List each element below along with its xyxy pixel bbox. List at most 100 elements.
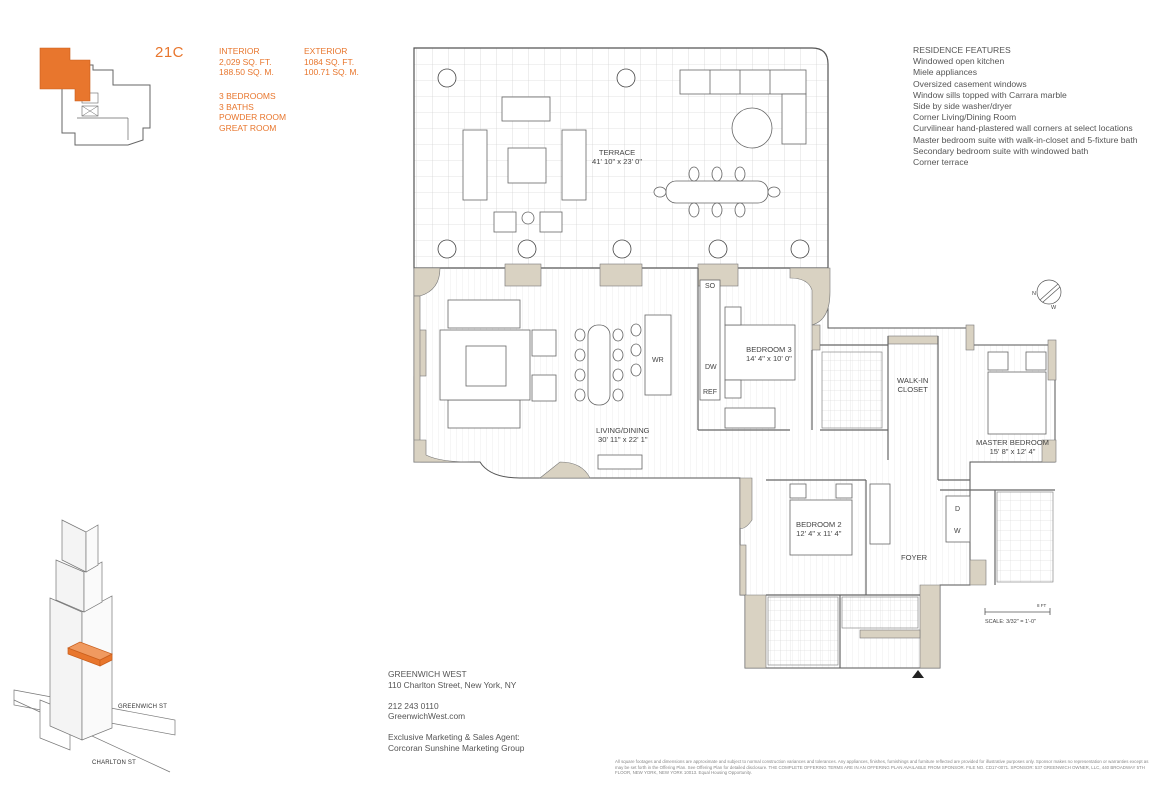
terrace-lounge	[781, 93, 807, 145]
scale-ft: 8 FT	[1037, 603, 1047, 608]
unit-number: 21C	[155, 44, 185, 61]
exterior-sqft: 1084 SQ. FT.	[304, 56, 355, 67]
room-dimension: 30' 11" x 22' 1"	[598, 435, 648, 444]
website-link[interactable]: GreenwichWest.com	[388, 711, 466, 722]
room-dimension: 15' 8" x 12' 4"	[989, 447, 1036, 456]
bath-bedroom2	[767, 596, 839, 666]
building-name: GREENWICH WEST	[388, 669, 467, 679]
feature-item: Window sills topped with Carrara marble	[913, 89, 1067, 100]
wall	[504, 263, 542, 287]
appliance-so: SO	[705, 283, 716, 290]
room-name: BEDROOM 3	[746, 345, 792, 354]
planter	[612, 239, 632, 259]
terrace-sofa	[462, 129, 488, 201]
planter	[437, 68, 457, 88]
planter	[790, 239, 810, 259]
terrace-coffee-table	[507, 147, 547, 184]
room-dimension: 12' 4" x 11' 4"	[796, 529, 842, 538]
room-name: TERRACE	[598, 148, 636, 157]
planter	[517, 239, 537, 259]
wall	[1041, 439, 1057, 463]
kitchen-island	[644, 314, 672, 396]
scale-label: SCALE: 3/32" = 1'-0"	[985, 619, 1036, 625]
interior-floor	[413, 267, 1056, 669]
interior-label: INTERIOR	[219, 46, 260, 56]
compass-north: N	[1032, 291, 1036, 297]
exterior-spec: EXTERIOR 1084 SQ. FT. 100.71 SQ. M.	[304, 46, 359, 78]
bedroom2-bed	[789, 499, 853, 556]
residence-features: RESIDENCE FEATURES Windowed open kitchen…	[913, 45, 1138, 168]
feature-item: Side by side washer/dryer	[913, 101, 1012, 112]
dining-table	[587, 324, 611, 406]
wall	[887, 335, 939, 345]
terrace-dining-table	[665, 180, 769, 204]
feature-item: Corner terrace	[913, 157, 969, 168]
wall	[599, 263, 643, 287]
room-foyer: FOYER	[901, 553, 928, 562]
living-chair	[531, 329, 557, 357]
room-terrace: TERRACE 41' 10" x 23' 0"	[592, 148, 642, 166]
layout-item: 3 BEDROOMS	[219, 91, 276, 101]
appliance-dw: DW	[705, 364, 717, 371]
entry-arrow	[912, 670, 924, 678]
room-name: MASTER BEDROOM	[976, 438, 1049, 447]
bath-master	[996, 491, 1054, 583]
exterior-sqm: 100.71 SQ. M.	[304, 67, 359, 77]
bedroom2-closet	[869, 483, 891, 545]
planter	[708, 239, 728, 259]
room-dimension: 41' 10" x 23' 0"	[592, 157, 643, 166]
layout-item: POWDER ROOM	[219, 112, 287, 122]
building-isometric	[13, 519, 176, 773]
wall	[965, 324, 975, 351]
wall	[413, 439, 471, 463]
terrace-sofa	[561, 129, 587, 201]
terrace-round-table	[731, 107, 773, 149]
street-greenwich: GREENWICH ST	[118, 704, 168, 710]
phone-number: 212 243 0110	[388, 700, 439, 711]
feature-item: Miele appliances	[913, 67, 978, 78]
agent-name: Corcoran Sunshine Marketing Group	[388, 742, 525, 753]
terrace-chair	[493, 211, 517, 233]
media-console	[597, 454, 643, 470]
wall	[539, 461, 591, 479]
layout-item: 3 BATHS	[219, 101, 254, 112]
exterior-label: EXTERIOR	[304, 46, 348, 56]
room-name-line2: CLOSET	[897, 385, 928, 394]
feature-item: Oversized casement windows	[913, 78, 1027, 89]
planter	[616, 68, 636, 88]
feature-item: Master bedroom suite with walk-in-closet…	[913, 134, 1138, 145]
contact-block: GREENWICH WEST 110 Charlton Street, New …	[388, 669, 524, 754]
living-sofa	[447, 299, 521, 329]
bedroom3-closet	[724, 407, 776, 429]
terrace-chair	[539, 211, 563, 233]
wall	[739, 544, 747, 596]
room-master-bedroom: MASTER BEDROOM 15' 8" x 12' 4"	[976, 438, 1049, 456]
master-bed	[987, 371, 1047, 435]
wall	[811, 324, 821, 351]
living-sofa	[447, 399, 521, 429]
room-name: WALK-IN	[897, 376, 929, 385]
living-coffee-table	[465, 345, 507, 387]
compass-west: W	[1051, 305, 1057, 311]
feature-item: Secondary bedroom suite with windowed ba…	[913, 145, 1089, 156]
living-chair	[531, 374, 557, 402]
room-bedroom-3: BEDROOM 3 14' 4" x 10' 0"	[746, 345, 792, 363]
wall	[413, 295, 421, 463]
room-name: BEDROOM 2	[796, 520, 842, 529]
agent-label: Exclusive Marketing & Sales Agent:	[388, 732, 520, 743]
unit-layout-list: 3 BEDROOMS 3 BATHS POWDER ROOM GREAT ROO…	[219, 91, 286, 133]
kitchen-counter	[699, 279, 721, 401]
features-title: RESIDENCE FEATURES	[913, 45, 1011, 55]
room-walk-in-closet: WALK-IN CLOSET	[897, 376, 928, 394]
terrace-side-table	[521, 211, 535, 225]
interior-spec: INTERIOR 2,029 SQ. FT. 188.50 SQ. M.	[219, 46, 274, 78]
wall	[859, 629, 921, 639]
feature-item: Curvilinear hand-plastered wall corners …	[913, 123, 1133, 134]
room-name: LIVING/DINING	[596, 426, 650, 435]
room-bedroom-2: BEDROOM 2 12' 4" x 11' 4"	[796, 520, 842, 538]
feature-item: Corner Living/Dining Room	[913, 112, 1017, 123]
street-charlton: CHARLTON ST	[92, 760, 136, 766]
wall	[739, 477, 753, 529]
wall	[969, 559, 987, 586]
